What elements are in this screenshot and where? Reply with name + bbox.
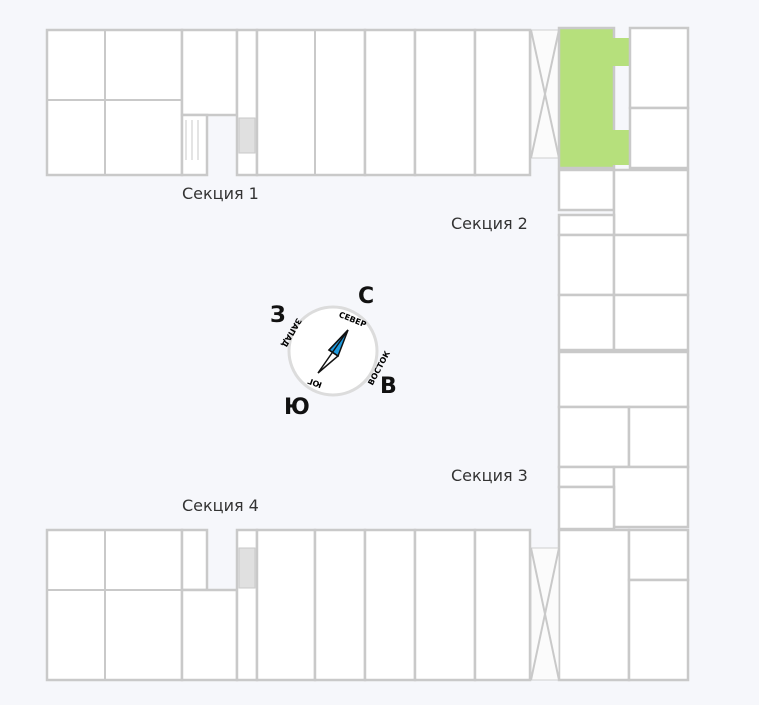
compass-west-letter: З <box>270 303 286 328</box>
unit[interactable] <box>255 28 367 177</box>
unit[interactable] <box>413 28 477 177</box>
compass-east-letter: В <box>380 374 397 399</box>
unit[interactable] <box>612 233 690 297</box>
section-1-block <box>45 28 560 177</box>
compass-south-letter: Ю <box>284 395 310 420</box>
unit[interactable] <box>180 588 239 682</box>
compass: СЕВЕР ВОСТОК ЮГ ЗАПАД <box>279 305 392 397</box>
section-label: Секция 4 <box>182 496 259 515</box>
unit[interactable] <box>473 528 532 682</box>
lift-area <box>557 465 616 489</box>
unit[interactable] <box>413 528 477 682</box>
unit[interactable] <box>363 528 417 682</box>
unit[interactable] <box>557 405 631 469</box>
unit[interactable] <box>627 528 690 582</box>
unit[interactable] <box>557 293 616 352</box>
unit[interactable] <box>612 293 690 352</box>
highlighted-unit[interactable] <box>557 26 616 170</box>
lift-area <box>557 213 616 237</box>
compass-north-letter: С <box>358 284 375 309</box>
section-label: Секция 1 <box>182 184 259 203</box>
unit[interactable] <box>180 28 239 117</box>
unit[interactable] <box>627 578 690 682</box>
compass-needle-south <box>317 329 349 374</box>
unit[interactable] <box>628 26 690 110</box>
unit[interactable] <box>45 28 184 177</box>
stair-area <box>557 485 616 531</box>
unit[interactable] <box>313 528 367 682</box>
corridor <box>612 465 690 529</box>
unit[interactable] <box>255 528 317 682</box>
unit[interactable] <box>628 106 690 170</box>
stair-area <box>557 168 616 212</box>
section-3-block <box>557 350 690 682</box>
unit[interactable] <box>45 528 184 682</box>
section-label: Секция 3 <box>451 466 528 485</box>
stair-area <box>180 528 209 592</box>
unit[interactable] <box>363 28 417 177</box>
unit[interactable] <box>627 405 690 469</box>
section-2-block <box>557 26 690 352</box>
section-label: Секция 2 <box>451 214 528 233</box>
unit[interactable] <box>473 28 532 177</box>
corridor <box>612 168 690 237</box>
unit[interactable] <box>557 350 690 409</box>
unit[interactable] <box>557 528 631 682</box>
unit[interactable] <box>557 233 616 297</box>
section-4-block <box>45 528 560 682</box>
